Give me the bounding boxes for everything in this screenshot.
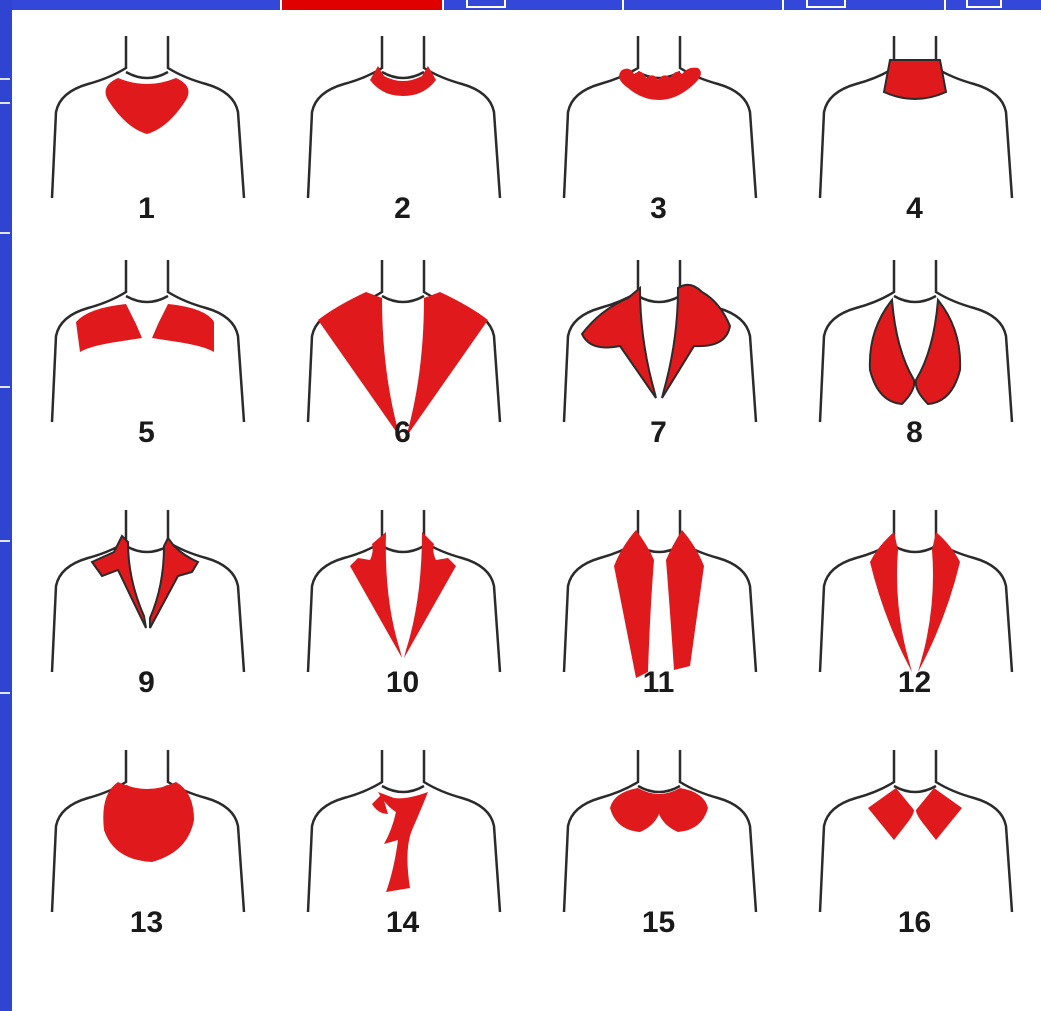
collar-figure-2: 2 (274, 16, 531, 266)
collar-figure-14: 14 (274, 730, 531, 980)
collar-figure-13: 13 (18, 730, 275, 980)
figure-number: 6 (274, 416, 531, 450)
tab-marker (466, 0, 506, 8)
collar-styles-chart: 1 2 3 4 5 6 (12, 10, 1041, 1011)
figure-number: 10 (274, 666, 531, 700)
collar-figure-16: 16 (786, 730, 1041, 980)
figure-number: 9 (18, 666, 275, 700)
collar-figure-15: 15 (530, 730, 787, 980)
collar-figure-5: 5 (18, 240, 275, 490)
top-tab-strip (0, 0, 1041, 10)
collar-figure-9: 9 (18, 490, 275, 740)
collar-figure-6: 6 (274, 240, 531, 490)
figure-number: 3 (530, 192, 787, 226)
figure-number: 11 (530, 666, 787, 700)
collar-figure-1: 1 (18, 16, 275, 266)
collar-figure-11: 11 (530, 490, 787, 740)
figure-number: 5 (18, 416, 275, 450)
tab-marker (806, 0, 846, 8)
figure-number: 16 (786, 906, 1041, 940)
left-frame (0, 0, 12, 1011)
tab-marker (966, 0, 1002, 8)
figure-number: 15 (530, 906, 787, 940)
figure-number: 8 (786, 416, 1041, 450)
collar-figure-10: 10 (274, 490, 531, 740)
figure-number: 7 (530, 416, 787, 450)
collar-figure-7: 7 (530, 240, 787, 490)
figure-number: 13 (18, 906, 275, 940)
tab[interactable] (622, 0, 782, 10)
collar-figure-12: 12 (786, 490, 1041, 740)
figure-number: 2 (274, 192, 531, 226)
collar-figure-4: 4 (786, 16, 1041, 266)
collar-figure-8: 8 (786, 240, 1041, 490)
collar-figure-3: 3 (530, 16, 787, 266)
figure-number: 1 (18, 192, 275, 226)
figure-number: 4 (786, 192, 1041, 226)
figure-number: 14 (274, 906, 531, 940)
figure-number: 12 (786, 666, 1041, 700)
active-tab[interactable] (280, 0, 442, 10)
